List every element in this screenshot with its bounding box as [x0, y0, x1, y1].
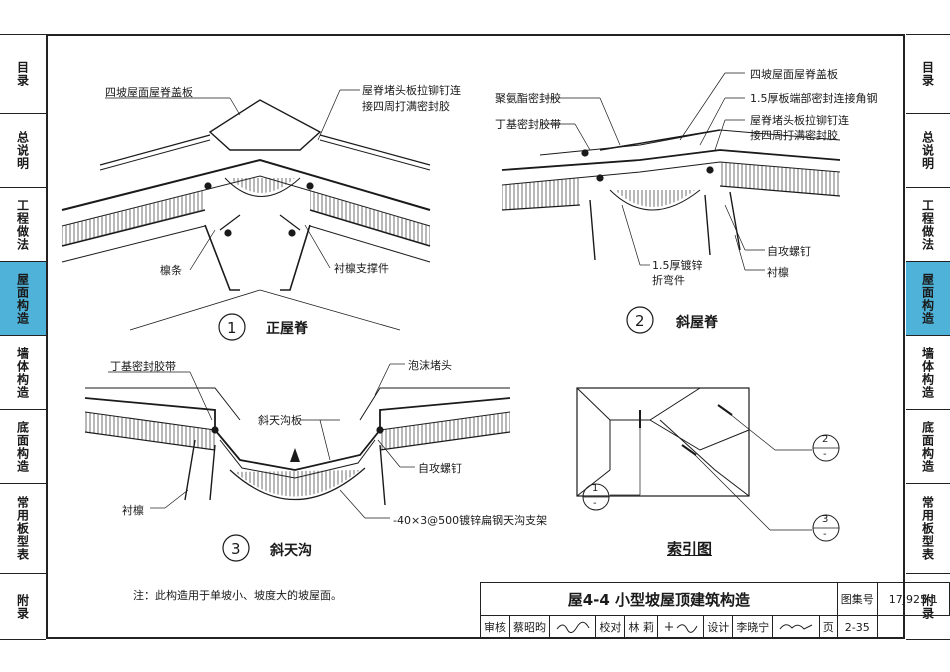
- tab-panel-types[interactable]: 常用板型表: [0, 484, 46, 574]
- fig3-label-screw: 自攻螺钉: [418, 462, 462, 475]
- checker-name: 林 莉: [624, 615, 658, 639]
- fig3-number: 3: [231, 540, 241, 558]
- fig1-label-support: 衬檩支撑件: [334, 262, 389, 275]
- fig1-label-purlin: 檩条: [160, 264, 182, 277]
- tab-catalog[interactable]: 目录: [0, 34, 46, 114]
- designer-signature: [772, 615, 820, 639]
- title-block: 屋4-4 小型坡屋顶建筑构造 图集号 17J925-1 审核 蔡昭昀 校对 林 …: [480, 582, 950, 639]
- atlas-number: 17J925-1: [876, 582, 950, 616]
- atlas-label: 图集号: [836, 582, 878, 616]
- tab-engineering-methods-right[interactable]: 工程做法: [906, 188, 950, 262]
- fig3-label-purlin: 衬檩: [122, 504, 144, 517]
- fig1-label-rivet-2: 接四周打满密封胶: [362, 100, 450, 113]
- tab-general-notes-right[interactable]: 总说明: [906, 114, 950, 188]
- fig1-label-cap: 四坡屋面屋脊盖板: [105, 86, 193, 99]
- index-ref-2-num: 2: [822, 434, 829, 445]
- index-ref-2-sub: -: [823, 449, 827, 460]
- tab-catalog-right[interactable]: 目录: [906, 34, 950, 114]
- review-label: 审核: [480, 615, 510, 639]
- reviewer-name: 蔡昭昀: [509, 615, 550, 639]
- index-ref-1-sub: -: [593, 498, 597, 509]
- tab-panel-types-right[interactable]: 常用板型表: [906, 484, 950, 574]
- fig2-label-purlin: 衬檩: [767, 266, 789, 279]
- tab-engineering-methods[interactable]: 工程做法: [0, 188, 46, 262]
- fig1-label-rivet-1: 屋脊堵头板拉铆钉连: [362, 84, 461, 97]
- fig2-label-pu: 聚氨酯密封胶: [495, 92, 561, 105]
- tab-bottom-construction[interactable]: 底面构造: [0, 410, 46, 484]
- tab-appendix[interactable]: 附录: [0, 574, 46, 640]
- design-label: 设计: [703, 615, 734, 639]
- fig1-number: 1: [227, 319, 237, 337]
- tab-roof-construction-right[interactable]: 屋面构造: [906, 262, 950, 336]
- fig2-hip-ridge-detail: [501, 72, 841, 334]
- fig3-title: 斜天沟: [270, 543, 312, 559]
- fig3-label-gutter: 斜天沟板: [258, 414, 302, 427]
- designer-name: 李晓宁: [732, 615, 774, 639]
- tab-bottom-construction-right[interactable]: 底面构造: [906, 410, 950, 484]
- tab-wall-construction[interactable]: 墙体构造: [0, 336, 46, 410]
- fig2-label-bend-2: 折弯件: [652, 274, 685, 287]
- index-ref-3-num: 3: [822, 514, 829, 525]
- fig3-label-bracket: -40×3@500镀锌扁钢天沟支架: [393, 514, 548, 527]
- tab-wall-construction-right[interactable]: 墙体构造: [906, 336, 950, 410]
- fig1-ridge-detail: [61, 89, 431, 341]
- fig3-label-butyl: 丁基密封胶带: [110, 360, 176, 373]
- page-number: 2-35: [836, 615, 878, 639]
- note-text: 注：此构造用于单坡小、坡度大的坡屋面。: [133, 589, 342, 602]
- fig2-label-rivet-2: 接四周打满密封胶: [750, 129, 838, 142]
- tab-roof-construction[interactable]: 屋面构造: [0, 262, 46, 336]
- fig2-label-butyl: 丁基密封胶带: [495, 118, 561, 131]
- page-label: 页: [818, 615, 838, 639]
- fig3-label-foam: 泡沫堵头: [408, 359, 452, 372]
- fig2-label-bend-1: 1.5厚镀锌: [652, 259, 703, 272]
- index-plan-title: 索引图: [667, 540, 713, 558]
- check-label: 校对: [595, 615, 626, 639]
- checker-signature: [656, 615, 705, 639]
- index-ref-3-sub: -: [823, 529, 827, 540]
- fig2-label-screw: 自攻螺钉: [767, 245, 811, 258]
- drawing-title: 屋4-4 小型坡屋顶建筑构造: [480, 582, 838, 616]
- drawing-frame: [46, 34, 905, 639]
- fig2-number: 2: [635, 312, 645, 330]
- fig3-valley-detail: [84, 363, 511, 562]
- fig2-title: 斜屋脊: [676, 315, 718, 331]
- index-ref-1-num: 1: [592, 483, 599, 494]
- reviewer-signature: [548, 615, 597, 639]
- index-plan-drawing: [576, 387, 840, 542]
- fig2-label-rivet-1: 屋脊堵头板拉铆钉连: [750, 114, 849, 127]
- tab-general-notes[interactable]: 总说明: [0, 114, 46, 188]
- fig2-label-angle: 1.5厚板端部密封连接角钢: [750, 92, 878, 105]
- fig2-label-cap: 四坡屋面屋脊盖板: [750, 68, 838, 81]
- fig1-title: 正屋脊: [266, 321, 308, 337]
